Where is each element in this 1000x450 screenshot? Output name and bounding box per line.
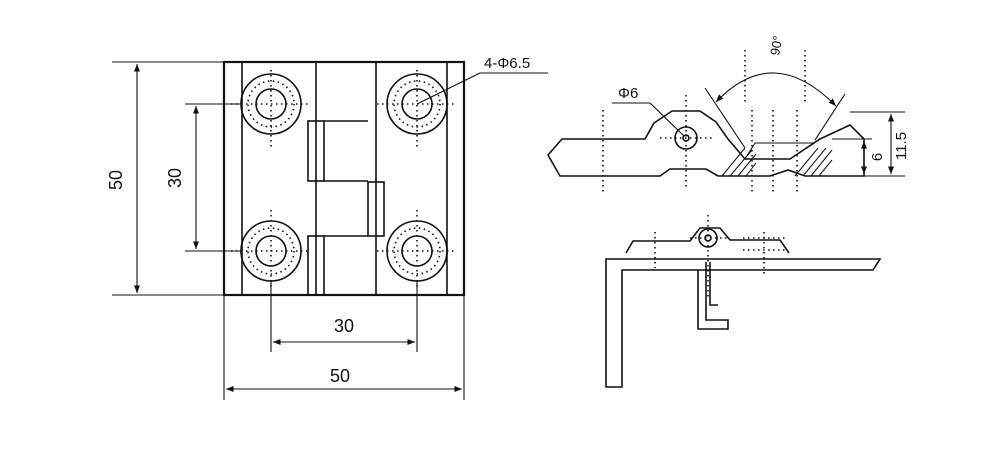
dimension-label-overall-height: 11.5 — [893, 132, 910, 160]
dimension-label-angle: 90° — [767, 35, 785, 57]
dimension-hole-spacing-horizontal: 30 — [270, 281, 418, 352]
dimension-opening-angle: 90° — [704, 35, 846, 149]
front-view: 50 30 30 50 4-Φ6.5 — [106, 55, 548, 400]
dimension-width-50: 50 — [223, 295, 465, 400]
callout-label-pin-diameter: Φ6 — [618, 85, 638, 102]
dimension-label-leaf-thickness: 6 — [869, 153, 886, 161]
dimension-label-horizontal-30: 30 — [334, 316, 354, 336]
dimension-label-width: 50 — [330, 366, 350, 386]
callout-mounting-holes: 4-Φ6.5 — [416, 55, 548, 105]
dimension-hole-spacing-vertical: 30 — [165, 103, 241, 252]
dimension-height-50: 50 — [106, 61, 224, 296]
knuckle — [307, 62, 385, 296]
dimension-label-vertical-30: 30 — [165, 168, 185, 188]
hole-centerlines — [231, 70, 457, 290]
section-hatch — [721, 147, 833, 177]
callout-pin-diameter: Φ6 — [612, 85, 685, 137]
dimension-height-overall: 11.5 — [850, 111, 910, 177]
dimension-label-height: 50 — [106, 170, 126, 190]
dimension-leaf-thickness: 6 — [832, 138, 886, 174]
hinge-outline — [222, 60, 466, 297]
angle-bracket — [605, 258, 882, 388]
side-view-mounted — [605, 215, 882, 388]
callout-label-mounting-holes: 4-Φ6.5 — [484, 55, 530, 72]
mounting-hole-top-right — [386, 73, 448, 135]
side-view-open: Φ6 90° 11.5 6 — [547, 35, 910, 195]
